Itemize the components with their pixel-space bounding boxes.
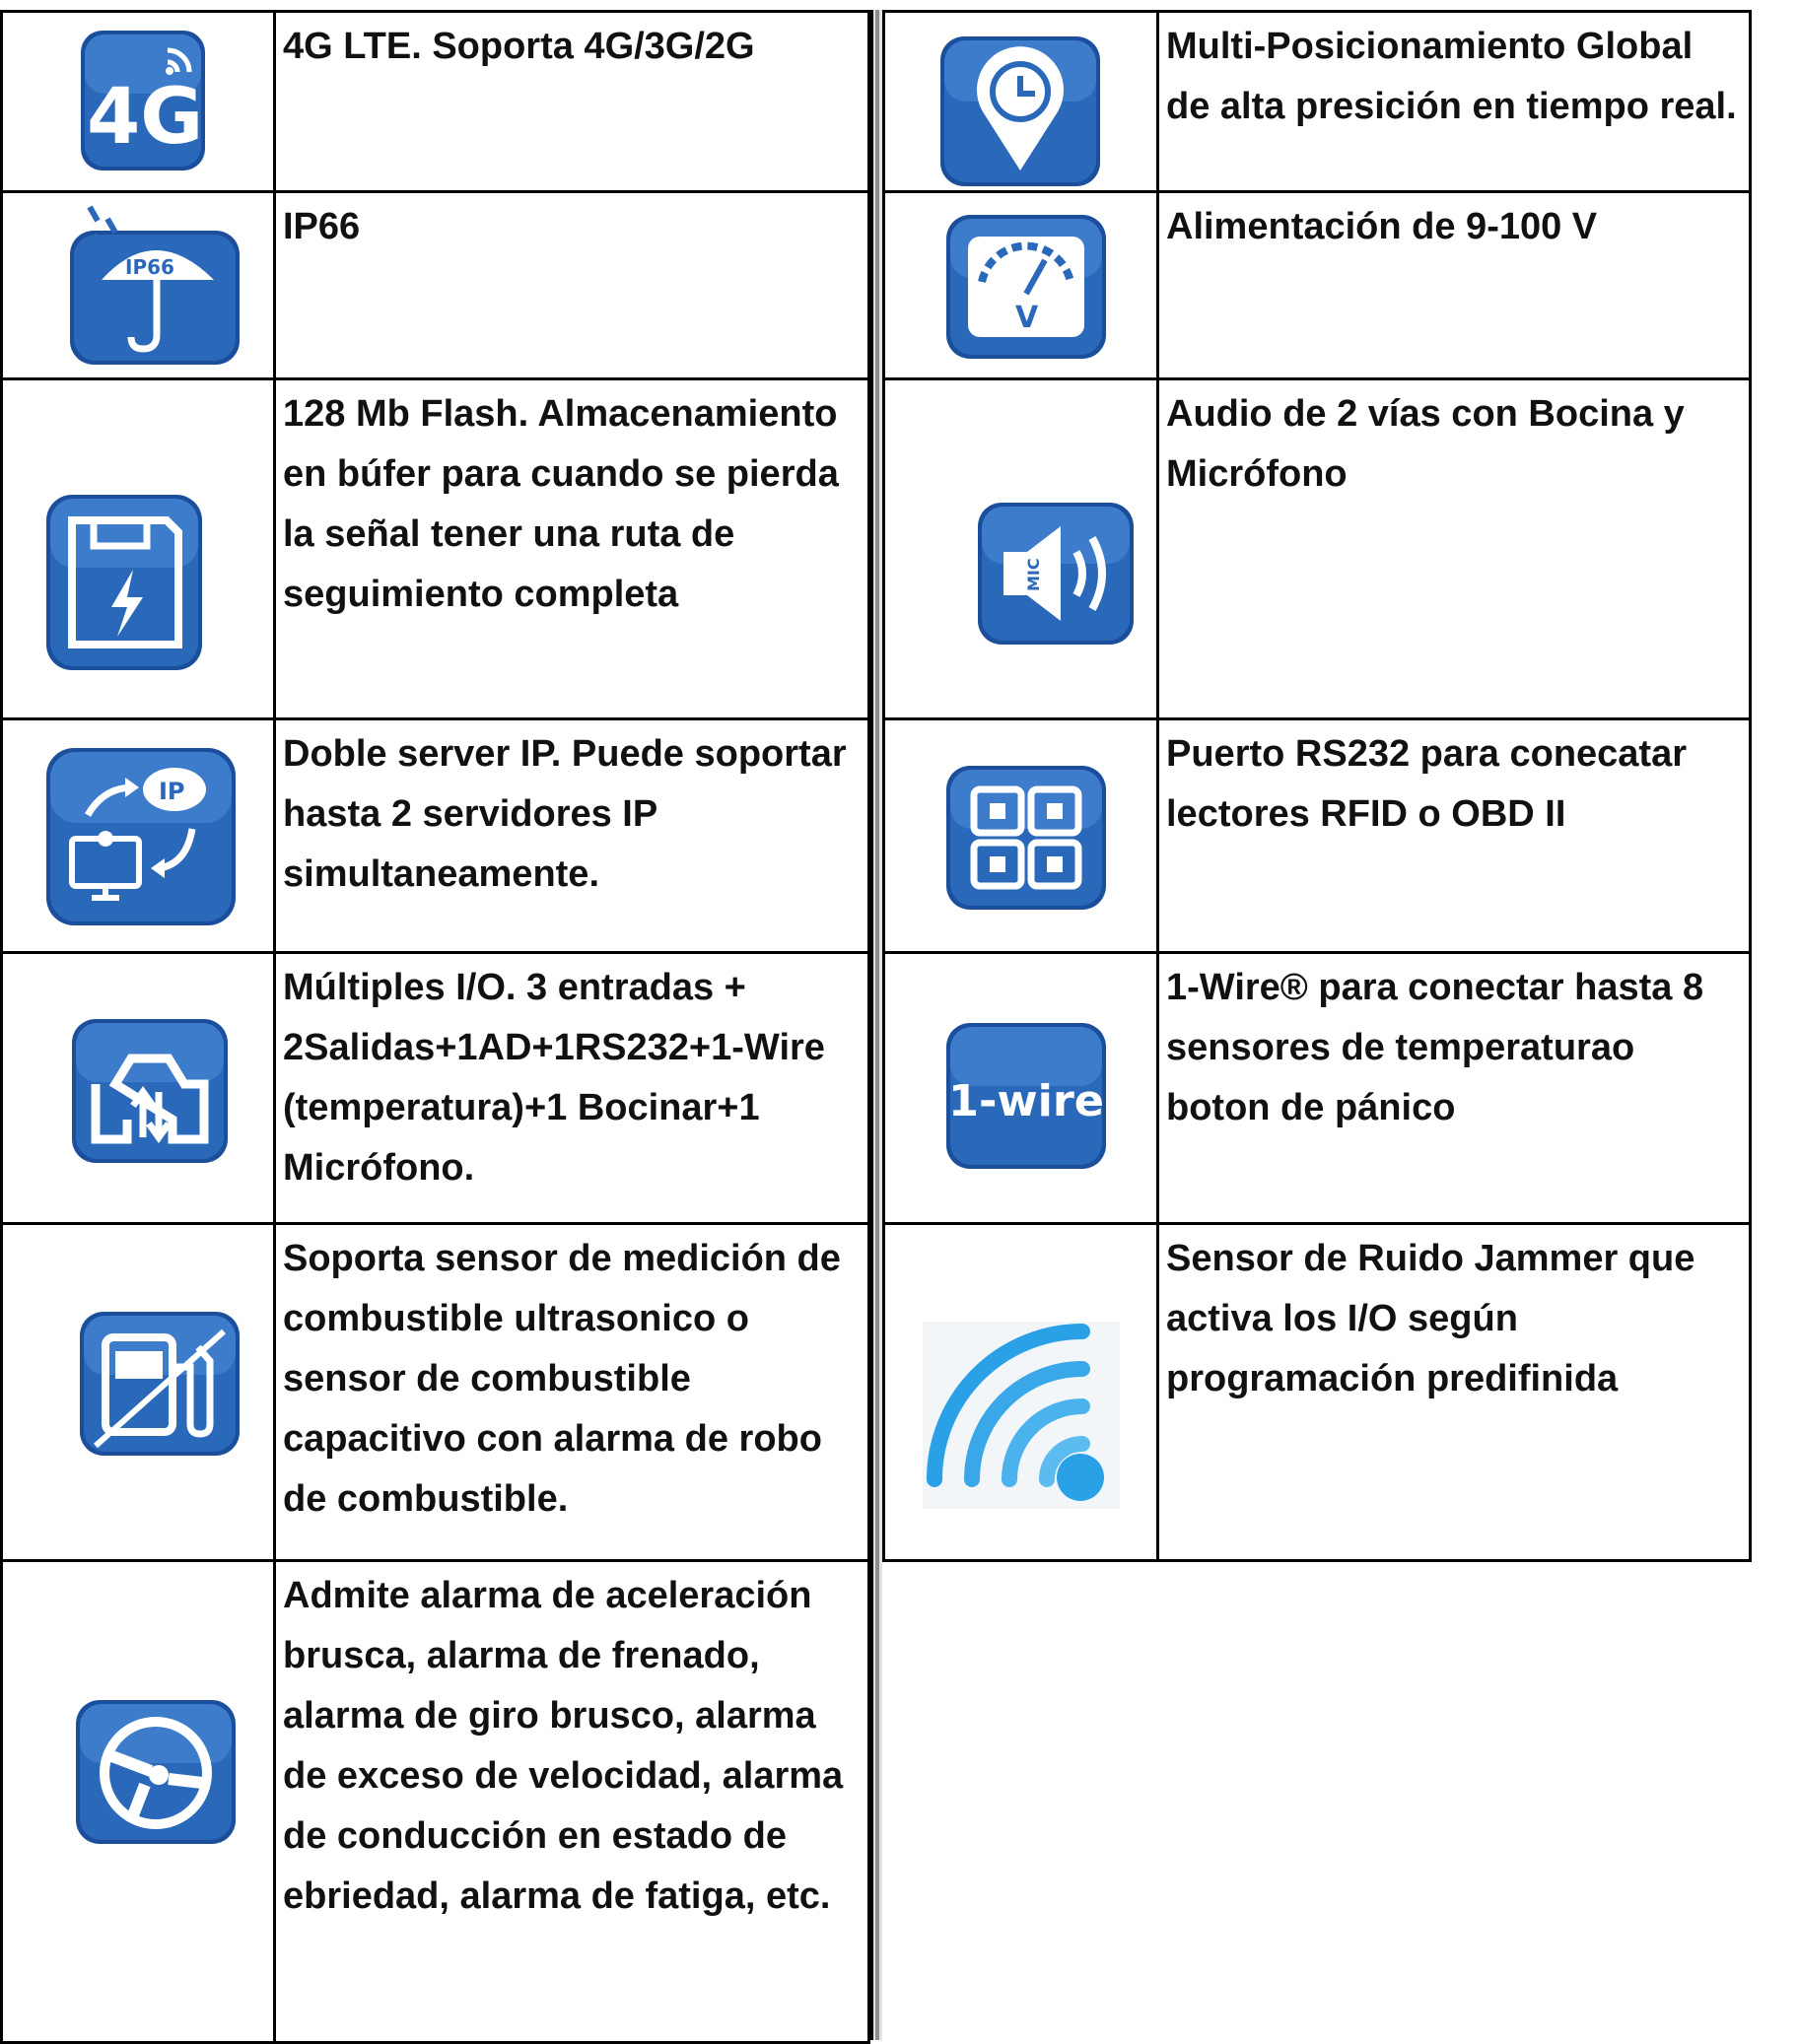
speaker-mic-icon: MIC [974,499,1138,648]
one-wire-icon: 1-wire [942,1019,1110,1173]
feature-text: Múltiples I/O. 3 entradas + 2Salidas+1AD… [273,951,870,1225]
rs232-port-icon [942,762,1110,914]
fuel-pump-icon [76,1308,243,1460]
feature-row-fuel: Soporta sensor de medición de combustibl… [0,1222,870,1562]
ip66-icon-label: IP66 [125,255,174,279]
icon-cell: V [882,190,1159,380]
left-feature-table: 4G 4G LTE. Soporta 4G/3G/2G IP66 [0,10,870,2044]
jammer-signal-icon [923,1322,1120,1509]
1-wire-icon-label: 1-wire [948,1076,1104,1126]
feature-text: Soporta sensor de medición de combustibl… [273,1222,870,1562]
icon-cell: 1-wire [882,951,1159,1225]
feature-text: 128 Mb Flash. Almacenamiento en búfer pa… [273,377,870,720]
icon-cell [882,717,1159,954]
feature-row-driving-alarms: Admite alarma de aceleración brusca, ala… [0,1559,870,2044]
feature-row-voltage: V Alimentación de 9-100 V [882,190,1752,380]
feature-row-jammer: Sensor de Ruido Jammer que activa los I/… [882,1222,1752,1562]
right-feature-table: Multi-Posicionamiento Global de alta pre… [882,10,1752,1562]
column-separator-line [875,10,879,2040]
icon-cell [882,1222,1159,1562]
feature-text: Audio de 2 vías con Bocina y Micrófono [1156,377,1752,720]
feature-row-4g: 4G 4G LTE. Soporta 4G/3G/2G [0,10,870,193]
feature-row-flash: 128 Mb Flash. Almacenamiento en búfer pa… [0,377,870,720]
feature-row-gps: Multi-Posicionamiento Global de alta pre… [882,10,1752,193]
icon-cell: IP66 [0,190,276,380]
flash-storage-icon [42,491,206,674]
4g-icon: 4G [77,27,209,174]
feature-text: 1-Wire® para conectar hasta 8 sensores d… [1156,951,1752,1225]
feature-row-io: Múltiples I/O. 3 entradas + 2Salidas+1AD… [0,951,870,1225]
ip-icon-label: IP [159,778,185,805]
location-pin-clock-icon [936,33,1104,190]
io-port-icon [68,1015,232,1167]
steering-wheel-icon [72,1696,240,1848]
icon-cell [0,1222,276,1562]
icon-cell: IP [0,717,276,954]
mic-icon-label: MIC [1024,558,1043,591]
feature-row-audio: MIC Audio de 2 vías con Bocina y Micrófo… [882,377,1752,720]
feature-row-dual-server: IP Doble server IP. Puede soportar hasta… [0,717,870,954]
icon-cell [0,377,276,720]
feature-text: Doble server IP. Puede soportar hasta 2 … [273,717,870,954]
icon-cell: MIC [882,377,1159,720]
icon-cell [0,1559,276,2044]
feature-row-rs232: Puerto RS232 para conecatar lectores RFI… [882,717,1752,954]
feature-text: Puerto RS232 para conecatar lectores RFI… [1156,717,1752,954]
icon-cell [0,951,276,1225]
voltmeter-icon: V [942,211,1110,363]
feature-text: Alimentación de 9-100 V [1156,190,1752,380]
ip66-umbrella-icon: IP66 [66,201,243,369]
feature-row-ip66: IP66 IP66 [0,190,870,380]
feature-text: 4G LTE. Soporta 4G/3G/2G [273,10,870,193]
icon-cell [882,10,1159,193]
4g-icon-label: 4G [87,73,203,162]
feature-text: Sensor de Ruido Jammer que activa los I/… [1156,1222,1752,1562]
icon-cell: 4G [0,10,276,193]
dual-server-ip-icon: IP [42,744,240,929]
feature-text: IP66 [273,190,870,380]
feature-row-1wire: 1-wire 1-Wire® para conectar hasta 8 sen… [882,951,1752,1225]
feature-text: Admite alarma de aceleración brusca, ala… [273,1559,870,2044]
v-icon-label: V [1015,301,1039,335]
feature-text: Multi-Posicionamiento Global de alta pre… [1156,10,1752,193]
